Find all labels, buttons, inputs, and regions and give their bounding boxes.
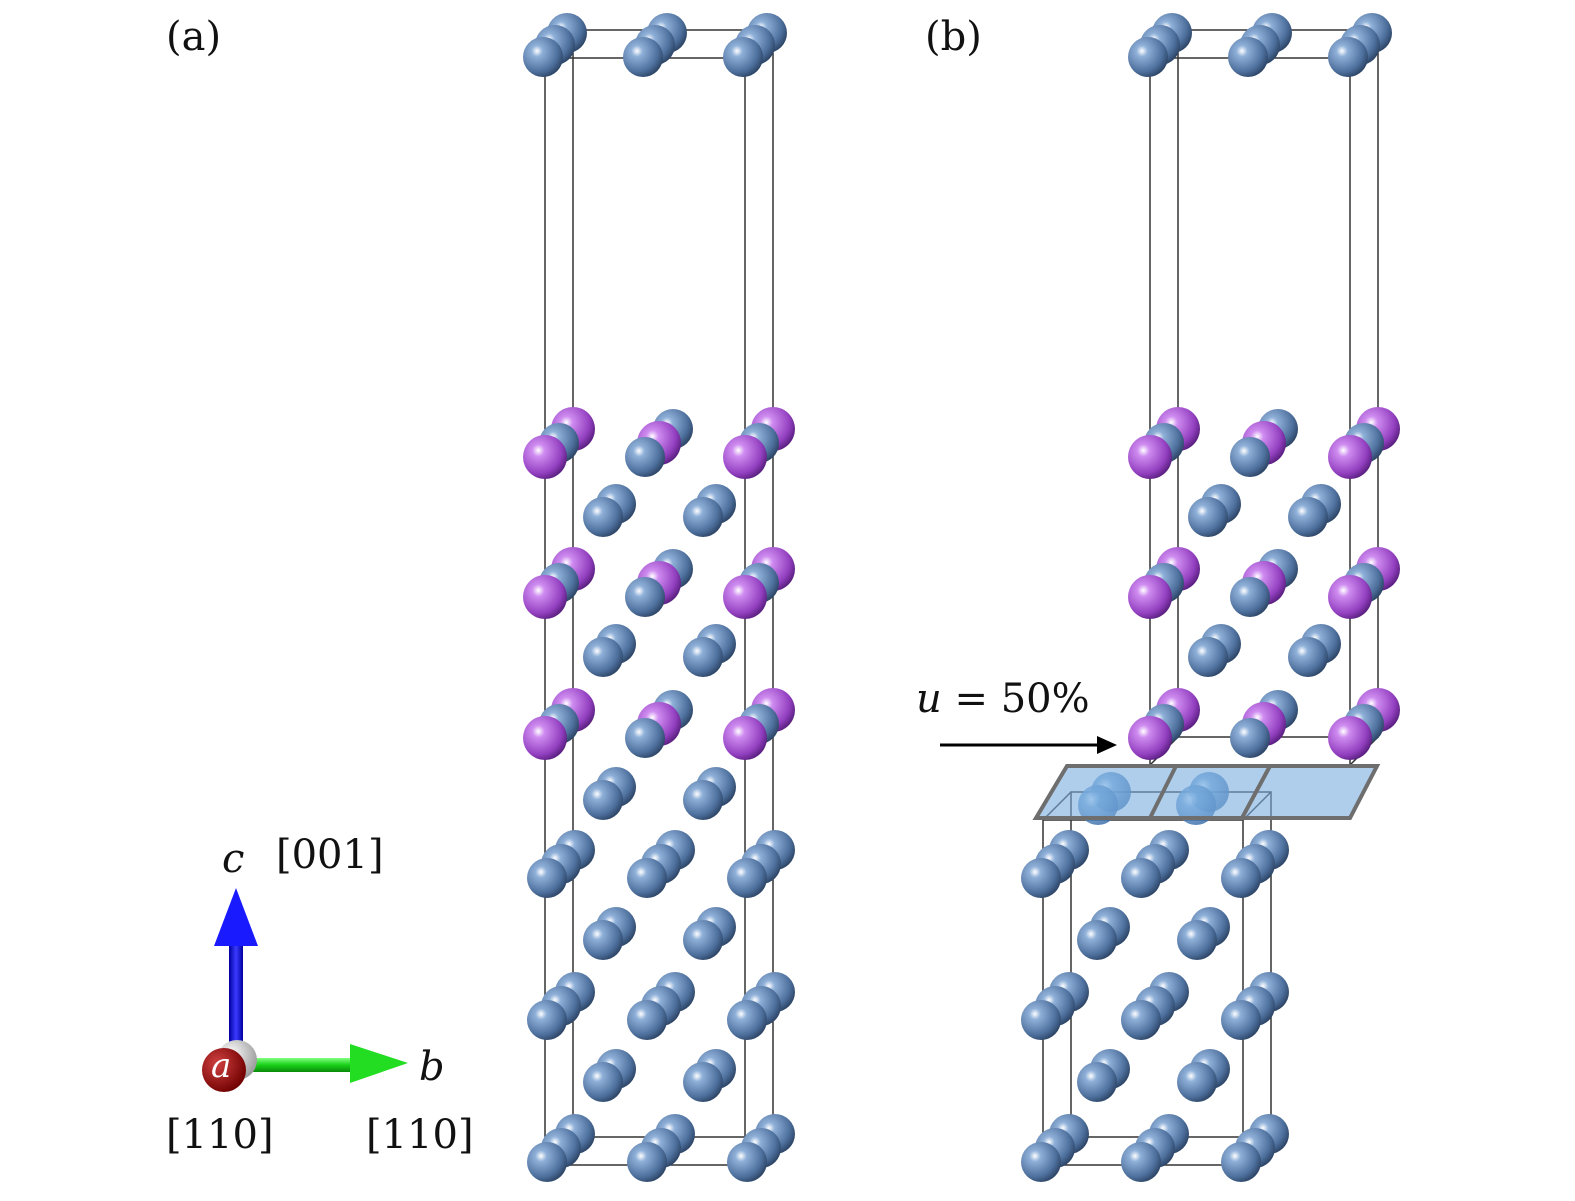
b-axis-shaft [240, 1058, 355, 1072]
atom-blue [1188, 637, 1228, 677]
atom-purple [1128, 716, 1172, 760]
atom-blue [583, 637, 623, 677]
atoms [523, 13, 1400, 1182]
c-axis-direction: [001] [276, 832, 384, 878]
atom-blue [1188, 497, 1228, 537]
atom-blue [1121, 1142, 1161, 1182]
shear-plane-parallelogram [1032, 764, 1381, 820]
atom-blue [1077, 920, 1117, 960]
atom-blue [1230, 718, 1270, 758]
atom-blue [583, 780, 623, 820]
panel-b-label: (b) [925, 14, 982, 60]
atom-blue [627, 858, 667, 898]
atom-purple [1128, 435, 1172, 479]
atom-blue [683, 497, 723, 537]
atom-blue [623, 37, 663, 77]
b-axis-arrowhead [350, 1044, 408, 1083]
atom-blue [1077, 1062, 1117, 1102]
atom-blue [727, 1000, 767, 1040]
atom-blue [723, 37, 763, 77]
atom-blue [1021, 1000, 1061, 1040]
atom-blue [683, 780, 723, 820]
atom-blue [1288, 497, 1328, 537]
atom-blue [1021, 1142, 1061, 1182]
atom-blue [1221, 858, 1261, 898]
a-axis-letter: a [211, 1046, 232, 1086]
b-axis-direction: [110] [366, 1112, 474, 1158]
atom-blue [683, 637, 723, 677]
atom-purple [723, 716, 767, 760]
a-axis-direction: [110] [166, 1112, 274, 1158]
atom-blue [625, 577, 665, 617]
atom-blue [527, 858, 567, 898]
atom-blue [523, 37, 563, 77]
atom-blue [1121, 1000, 1161, 1040]
atom-purple [1328, 716, 1372, 760]
shift-label: u = 50% [916, 676, 1090, 722]
atom-blue [625, 718, 665, 758]
atom-blue [683, 920, 723, 960]
atom-purple [1328, 575, 1372, 619]
atom-blue [727, 1142, 767, 1182]
atom-blue [583, 497, 623, 537]
atom-purple [1128, 575, 1172, 619]
atom-blue [625, 437, 665, 477]
atom-purple [723, 435, 767, 479]
a-axis-sphere [202, 1048, 246, 1092]
atom-blue [1128, 37, 1168, 77]
shift-variable: u [916, 676, 942, 722]
atom-blue [1021, 858, 1061, 898]
atom-blue [683, 1062, 723, 1102]
shift-arrow [940, 736, 1117, 754]
atom-blue [1288, 637, 1328, 677]
atom-blue [1177, 1062, 1217, 1102]
atom-purple [723, 575, 767, 619]
atom-purple [523, 575, 567, 619]
panel-a-label: (a) [166, 14, 222, 60]
atom-blue [627, 1142, 667, 1182]
atom-blue [1221, 1000, 1261, 1040]
atom-blue [1328, 37, 1368, 77]
atom-blue [583, 1062, 623, 1102]
atom-blue [1228, 37, 1268, 77]
atom-blue [583, 920, 623, 960]
atom-blue [1121, 858, 1161, 898]
atom-blue [527, 1000, 567, 1040]
shift-value: = 50% [954, 676, 1090, 722]
atom-blue [627, 1000, 667, 1040]
axis-triad [202, 888, 408, 1092]
b-axis-letter: b [419, 1044, 445, 1090]
atom-blue [1230, 437, 1270, 477]
c-axis-letter: c [222, 836, 245, 882]
atom-blue [1221, 1142, 1261, 1182]
c-axis-shaft [229, 940, 243, 1050]
atom-purple [523, 716, 567, 760]
atom-purple [523, 435, 567, 479]
atom-blue [1230, 577, 1270, 617]
atom-purple [1328, 435, 1372, 479]
atom-blue [1177, 920, 1217, 960]
c-axis-arrowhead [214, 888, 258, 946]
atom-blue [727, 858, 767, 898]
atom-blue [527, 1142, 567, 1182]
shear-plane-divider [1148, 765, 1178, 819]
shear-plane-divider [1240, 765, 1272, 819]
